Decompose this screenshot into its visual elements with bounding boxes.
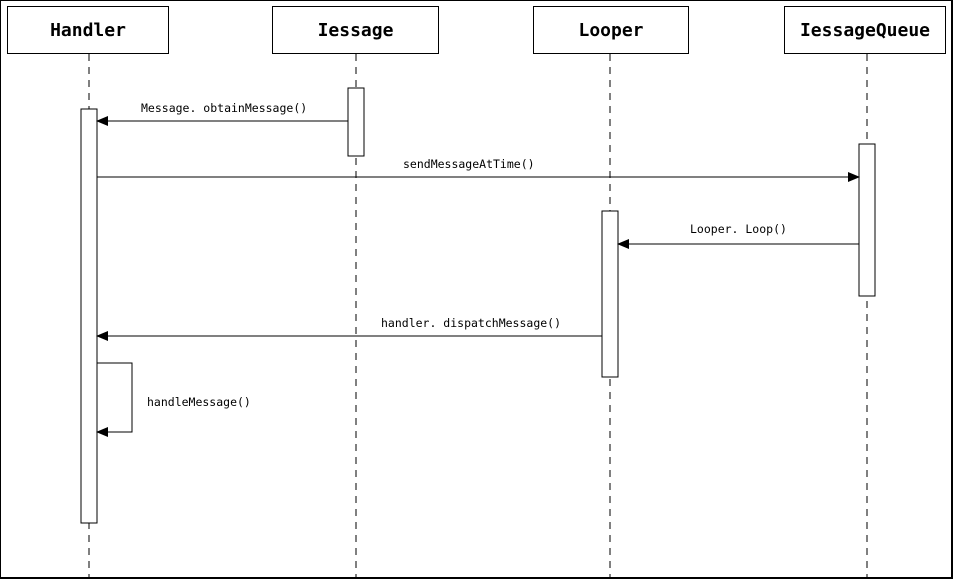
activation-looper (601, 210, 619, 378)
participant-messagequeue-label: IessageQueue (799, 19, 931, 41)
message-label-dispatch: handler. dispatchMessage() (381, 316, 562, 330)
message-label-loop: Looper. Loop() (690, 222, 787, 236)
participant-handler-label: Handler (50, 19, 126, 41)
participant-handler: Handler (7, 6, 169, 54)
message-label-handle: handleMessage() (147, 395, 251, 409)
participant-message: Iessage (272, 6, 439, 54)
participant-looper-label: Looper (578, 19, 644, 41)
message-label-send: sendMessageAtTime() (403, 157, 535, 171)
activation-handler (80, 108, 98, 524)
arrow-handle-message-self (96, 362, 133, 437)
participant-looper: Looper (533, 6, 689, 54)
participant-message-label: Iessage (317, 19, 394, 41)
activation-messagequeue (858, 143, 876, 297)
message-label-obtain: Message. obtainMessage() (141, 101, 308, 115)
activation-message (347, 87, 365, 157)
participant-messagequeue: IessageQueue (784, 6, 946, 54)
